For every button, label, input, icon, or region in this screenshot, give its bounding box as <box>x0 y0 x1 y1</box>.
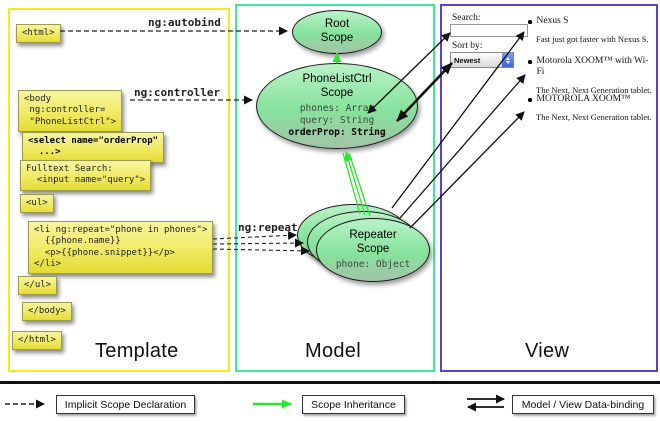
legend-model-view-binding: Model / View Data-binding <box>512 395 654 414</box>
phonelistctrl-scope-title: PhoneListCtrl Scope <box>302 73 372 100</box>
repeater-scope-prop: phone: Object <box>335 258 411 270</box>
legend-scope-inheritance: Scope Inheritance <box>302 395 405 414</box>
legend-implicit-scope: Implicit Scope Declaration <box>56 395 195 414</box>
view-item-nexus: Nexus S Fast just got faster with Nexus … <box>528 16 654 44</box>
model-column-label: Model <box>305 340 361 362</box>
view-item-xoom-wifi: Motorola XOOM™ with Wi-Fi The Next, Next… <box>528 56 654 95</box>
root-scope-title: Root Scope <box>320 18 354 44</box>
phonelistctrl-scope-orderprop: orderProp: String <box>288 126 386 138</box>
model-column-frame <box>235 4 435 372</box>
code-ul-open: <ul> <box>20 194 54 214</box>
bullet-icon <box>528 98 532 102</box>
view-item-xoom: MOTOROLA XOOM™ The Next, Next Generation… <box>528 94 654 122</box>
ng-repeat-label: ng:repeat <box>238 221 298 234</box>
legend-separator <box>0 381 660 384</box>
view-item-desc: The Next, Next Generation tablet. <box>536 111 652 122</box>
code-ul-close: </ul> <box>18 276 58 296</box>
root-scope-ellipse: Root Scope <box>292 10 382 54</box>
code-body-open: <body ng:controller= "PhoneListCtrl"> <box>18 90 123 132</box>
ng-controller-label: ng:controller <box>134 86 221 99</box>
view-item-title: MOTOROLA XOOM™ <box>536 94 631 104</box>
sort-dropdown-value: Newest <box>454 55 481 65</box>
sort-by-label: Sort by: <box>452 41 483 51</box>
bullet-icon <box>528 60 532 64</box>
phonelistctrl-scope-props: phones: Array query: String <box>299 102 375 126</box>
template-column-label: Template <box>95 340 179 362</box>
view-item-desc: The Next, Next Generation tablet. <box>536 84 652 95</box>
code-html-open: <html> <box>16 24 61 44</box>
view-column-label: View <box>525 340 570 362</box>
code-html-close: </html> <box>12 331 62 351</box>
repeater-scope-ellipse: Repeater Scope phone: Object <box>316 218 430 282</box>
search-label: Search: <box>452 13 481 23</box>
view-item-title: Nexus S <box>536 16 569 26</box>
search-input[interactable] <box>450 24 528 37</box>
bullet-icon <box>528 20 532 24</box>
code-fulltext-search: Fulltext Search: <input name="query"> <box>20 160 152 191</box>
repeater-scope-title: Repeater Scope <box>349 229 397 256</box>
dropdown-stepper-icon <box>502 53 513 67</box>
view-item-title: Motorola XOOM™ with Wi-Fi <box>536 56 649 77</box>
sort-dropdown[interactable]: Newest <box>450 52 514 68</box>
ng-autobind-label: ng:autobind <box>148 16 221 29</box>
view-item-desc: Fast just got faster with Nexus S. <box>536 33 649 44</box>
phonelistctrl-scope-ellipse: PhoneListCtrl Scope phones: Array query:… <box>256 63 418 149</box>
code-body-close: </body> <box>22 302 72 322</box>
code-select: <select name="orderProp" ...> <box>22 132 165 163</box>
code-li-repeat: <li ng:repeat="phone in phones"> {{phone… <box>28 221 214 274</box>
